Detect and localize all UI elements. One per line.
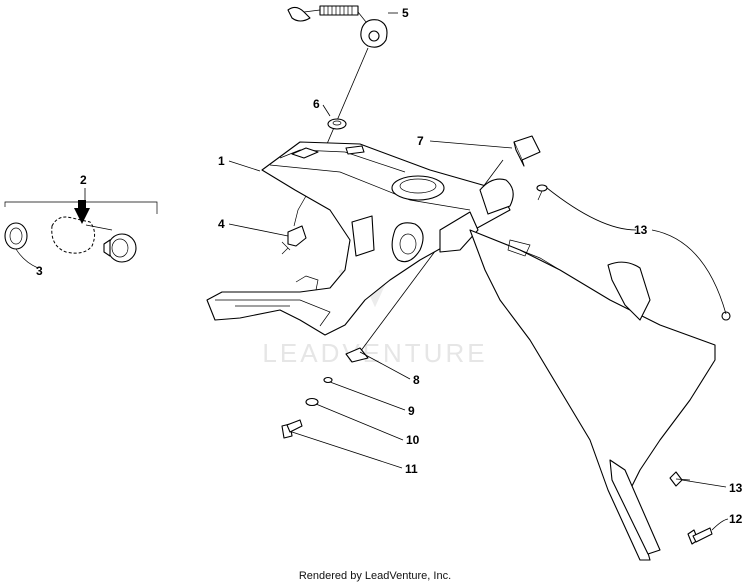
switch-boot-part <box>51 200 96 254</box>
screw-part-lower <box>687 527 713 545</box>
cap-part <box>513 135 541 167</box>
washer-part <box>305 397 319 407</box>
rivet-part-right <box>721 311 731 321</box>
tether-cord-part <box>287 5 388 48</box>
screw-part <box>281 419 303 439</box>
small-washer-part <box>323 376 333 384</box>
rivet-part-upper <box>536 184 548 201</box>
dash-panel-part <box>206 141 514 336</box>
ring-part <box>4 222 39 269</box>
callout-9: 9 <box>408 404 415 418</box>
callout-10: 10 <box>406 433 420 447</box>
callout-13-upper: 13 <box>634 223 648 237</box>
watermark-text: LEADVENTURE <box>262 338 487 368</box>
callout-6: 6 <box>313 97 320 111</box>
grommet-part <box>327 118 347 130</box>
callout-3: 3 <box>36 264 43 278</box>
bushing-part <box>345 347 369 363</box>
switch-part <box>281 195 307 255</box>
render-credit: Rendered by LeadVenture, Inc. <box>298 570 452 582</box>
callout-7: 7 <box>417 134 424 148</box>
callout-13-lower: 13 <box>729 481 743 495</box>
callout-5: 5 <box>402 6 409 20</box>
callout-4: 4 <box>218 217 225 231</box>
switch-plug-part <box>103 233 137 263</box>
callout-2: 2 <box>80 173 87 187</box>
leader-lines <box>85 12 729 531</box>
callout-8: 8 <box>413 373 420 387</box>
lower-fairing-part <box>469 229 716 561</box>
rivet-part-lower <box>669 471 691 487</box>
callout-1: 1 <box>218 154 225 168</box>
callout-12: 12 <box>729 512 743 526</box>
callout-11: 11 <box>405 462 418 476</box>
